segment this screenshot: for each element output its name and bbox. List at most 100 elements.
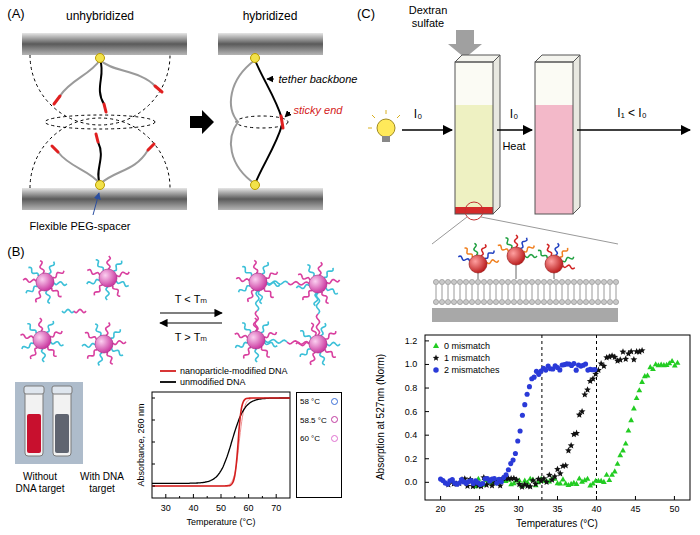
- nanoparticle: [309, 275, 327, 293]
- vial-photo: [52, 386, 72, 394]
- dna-strand: [524, 246, 534, 253]
- light-bulb: [368, 110, 400, 128]
- axis-tick: [518, 496, 519, 500]
- lipid-head: [499, 299, 504, 304]
- reach-boundary: [30, 55, 170, 125]
- lipid-head: [523, 299, 528, 304]
- sticky-end: [104, 104, 106, 112]
- circle-marker: [557, 367, 562, 372]
- star-marker: [601, 363, 608, 370]
- circle-marker: [571, 361, 576, 366]
- star-marker: [581, 391, 588, 398]
- dna-strand: [465, 248, 473, 257]
- lipid-tail: [526, 292, 527, 299]
- triangle-marker: [612, 468, 618, 473]
- lipid-head: [613, 279, 618, 284]
- nanoparticle: [36, 273, 54, 291]
- dna-strand: [314, 293, 318, 306]
- cuvette: [535, 62, 573, 214]
- plot-frame: [425, 335, 690, 500]
- triangle-marker: [604, 472, 610, 477]
- dna-strand: [95, 324, 101, 336]
- peg-spacer: [231, 60, 255, 184]
- star-marker: [527, 483, 534, 490]
- dna-strand: [112, 349, 123, 356]
- dna-linker: [265, 340, 287, 344]
- triangle-marker: [639, 379, 645, 384]
- lipid-head: [451, 299, 456, 304]
- dna-strand: [525, 255, 537, 258]
- lipid-tail: [460, 292, 461, 299]
- tick-label: 0.6: [405, 406, 418, 416]
- triangle-marker: [560, 476, 566, 481]
- cuvette: [455, 207, 493, 214]
- annotation-label: T > Tₘ: [175, 331, 207, 344]
- gold-nanoparticle: [458, 235, 574, 279]
- triangle-marker: [576, 475, 582, 480]
- triangle-marker: [645, 372, 651, 377]
- tick-label: 40: [591, 504, 601, 514]
- nanoparticle: [309, 335, 327, 353]
- lipid-head: [613, 299, 618, 304]
- tick-label: 60: [244, 503, 254, 513]
- tick-label: 25: [475, 504, 485, 514]
- lipid-head: [583, 299, 588, 304]
- key-row: 58.5 °C: [300, 416, 338, 426]
- nanoparticle: [249, 273, 267, 291]
- lipid-head: [601, 299, 606, 304]
- lipid-head: [493, 279, 498, 284]
- melting-marker-line: [596, 335, 597, 500]
- surface-plate: [218, 188, 323, 210]
- dna-strand: [303, 291, 312, 301]
- legend-text: 2 mismatches: [444, 365, 500, 375]
- dna-strand: [96, 260, 104, 271]
- lipid-head: [511, 279, 516, 284]
- dna-strand: [521, 238, 528, 248]
- lipid-head: [571, 299, 576, 304]
- lipid-tail: [466, 292, 467, 299]
- annotation-label: I₀: [510, 108, 518, 122]
- vial-photo: [27, 414, 41, 453]
- axis-tick: [425, 435, 429, 436]
- dna-linker: [316, 293, 319, 314]
- lipid-head: [505, 279, 510, 284]
- lipid-head: [565, 279, 570, 284]
- dna-strand: [267, 283, 280, 287]
- dna-strand: [327, 280, 340, 284]
- dna-strand: [111, 329, 121, 338]
- lipid-head: [529, 279, 534, 284]
- axis-tick: [234, 496, 235, 498]
- lipid-tail: [604, 292, 605, 299]
- tether-backbone: [98, 142, 101, 184]
- dna-strand: [117, 272, 129, 277]
- dna-strand: [113, 341, 126, 345]
- lipid-head: [487, 279, 492, 284]
- sticky-end: [148, 144, 154, 150]
- key-marker: [331, 435, 338, 442]
- axis-tick: [440, 496, 441, 500]
- vial-photo: [24, 386, 44, 394]
- lipid-tail: [610, 285, 611, 292]
- dna-strand: [239, 286, 251, 293]
- panel-letter: (A): [7, 7, 24, 22]
- dna-strand: [487, 260, 499, 264]
- axis-tick: [425, 411, 429, 412]
- dna-strand: [50, 331, 62, 337]
- dna-strand: [98, 353, 102, 366]
- lipid-head: [577, 279, 582, 284]
- dna-strand: [300, 331, 311, 339]
- cuvette: [535, 62, 573, 214]
- lipid-head: [541, 279, 546, 284]
- lipid-tail: [520, 285, 521, 292]
- tick-label: 0.8: [405, 383, 418, 393]
- axis-tick: [207, 496, 208, 498]
- tick-label: 0.2: [405, 454, 418, 464]
- dna-strand: [326, 288, 338, 294]
- circle-marker: [513, 451, 518, 456]
- tether-backbone: [100, 60, 104, 104]
- lipid-head: [547, 299, 552, 304]
- dna-strand: [248, 290, 254, 302]
- lipid-tail: [538, 292, 539, 299]
- legend-swatch: [160, 381, 176, 383]
- circle-marker: [532, 375, 537, 380]
